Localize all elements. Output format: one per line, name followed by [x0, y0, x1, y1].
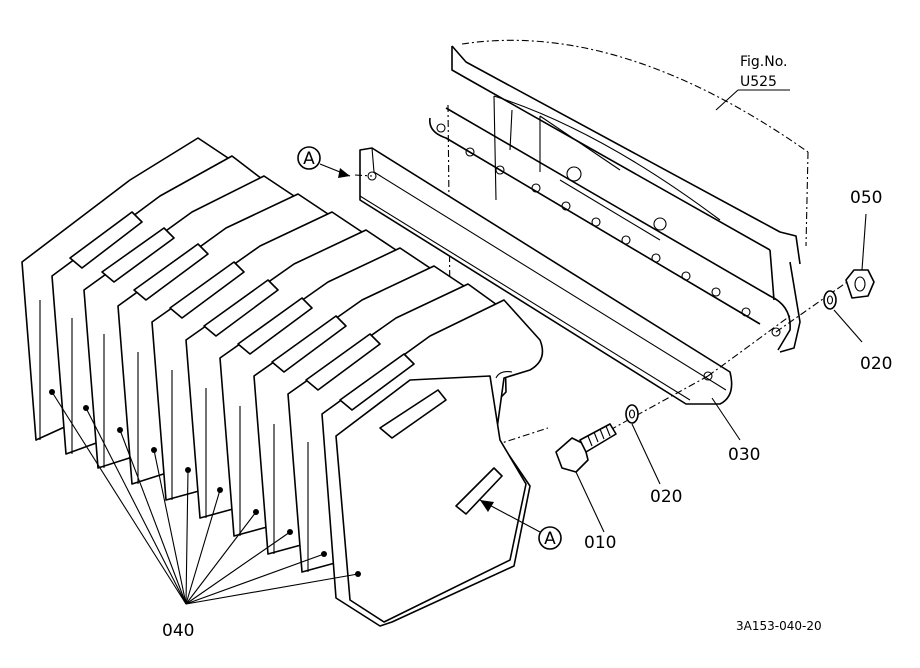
callout-050: 050: [850, 188, 882, 208]
fig-leader: [715, 89, 739, 111]
fig-number-text: U525: [740, 74, 777, 90]
frame-hole-row: [436, 123, 781, 337]
callout-020-front: 020: [650, 487, 682, 507]
leader-bracket-bolt: [609, 375, 709, 431]
washer-020-front: [625, 404, 661, 485]
view-a-top-text: A: [303, 149, 315, 169]
view-a-marker-top: A: [297, 146, 351, 178]
view-a-bottom-text: A: [544, 529, 556, 549]
leader-030: [711, 397, 741, 441]
weight-leaders: [51, 391, 359, 605]
leader-view-a-top: [354, 174, 373, 177]
drawing-code: 3A153-040-20: [736, 619, 822, 633]
callout-020-rear: 020: [860, 354, 892, 374]
callout-010: 010: [584, 533, 616, 553]
washer-020-rear: [823, 290, 863, 343]
bolt-010: [555, 423, 617, 533]
callout-040: 040: [162, 621, 194, 641]
fig-label-text: Fig.No.: [740, 54, 788, 70]
frame-bracket: [429, 39, 809, 353]
nut-050: [845, 213, 875, 299]
leader-bracket-frame: [707, 315, 791, 377]
front-weight-stack-040: [21, 137, 544, 627]
figure-number-label: Fig.No. U525: [715, 54, 790, 111]
weight-bracket-030: [359, 147, 733, 405]
leader-frame-nut: [775, 279, 851, 333]
view-a-marker-bottom: A: [479, 499, 562, 550]
callout-030: 030: [728, 445, 760, 465]
